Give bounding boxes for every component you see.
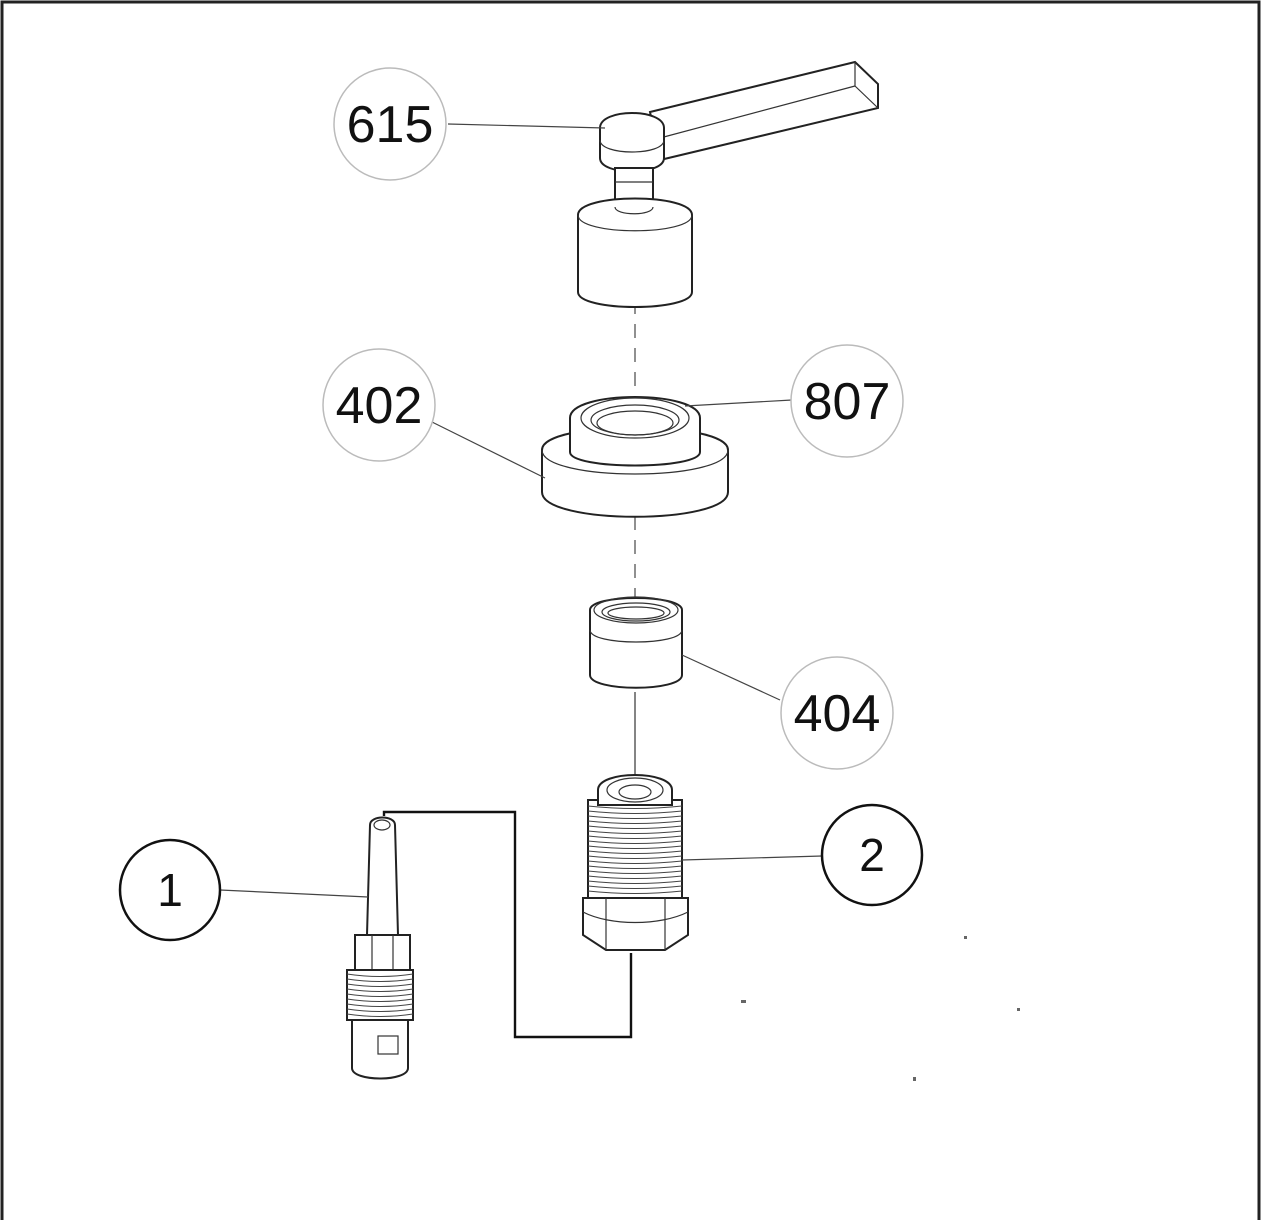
thread-line: [587, 875, 683, 879]
thread-line: [587, 825, 683, 829]
thread-line: [587, 830, 683, 834]
callout-2: 2: [820, 803, 924, 907]
thread-line: [587, 885, 683, 889]
callout-label: 402: [336, 377, 423, 435]
callout-1: 1: [118, 838, 222, 942]
thread-line: [346, 973, 414, 977]
callout-label: 615: [347, 96, 434, 154]
specks: [741, 936, 1020, 1081]
thread-line: [346, 998, 414, 1002]
thread-line: [587, 840, 683, 844]
threaded-body-part: [582, 774, 689, 951]
thread-line: [587, 810, 683, 814]
thread-line: [346, 978, 414, 982]
thread-line: [587, 860, 683, 864]
callout-label: 404: [794, 685, 881, 743]
thread-line: [587, 805, 683, 809]
handle-part: [577, 60, 879, 308]
thread-line: [587, 870, 683, 874]
thread-line: [346, 1013, 414, 1017]
thread-line: [346, 1003, 414, 1007]
callout-label: 2: [859, 829, 885, 881]
callout-label: 1: [157, 864, 183, 916]
thread-line: [346, 988, 414, 992]
leader-lines: [219, 123, 823, 898]
callout-807: 807: [790, 344, 904, 458]
thread-line: [587, 835, 683, 839]
thread-line: [587, 890, 683, 894]
thread-line: [587, 815, 683, 819]
thread-line: [346, 993, 414, 997]
callout-402: 402: [322, 348, 436, 462]
thread-line: [587, 865, 683, 869]
thread-line: [346, 983, 414, 987]
thread-line: [587, 850, 683, 854]
sleeve-part: [589, 596, 683, 689]
connection-wire: [382, 810, 633, 1039]
callout-404: 404: [780, 656, 894, 770]
thread-line: [587, 845, 683, 849]
cartridge-part: [346, 816, 414, 1080]
thread-line: [587, 820, 683, 824]
escutcheon-part: [541, 396, 729, 518]
thread-line: [587, 855, 683, 859]
thread-line: [587, 880, 683, 884]
thread-line: [346, 1008, 414, 1012]
callout-label: 807: [804, 373, 891, 431]
callout-615: 615: [333, 67, 447, 181]
